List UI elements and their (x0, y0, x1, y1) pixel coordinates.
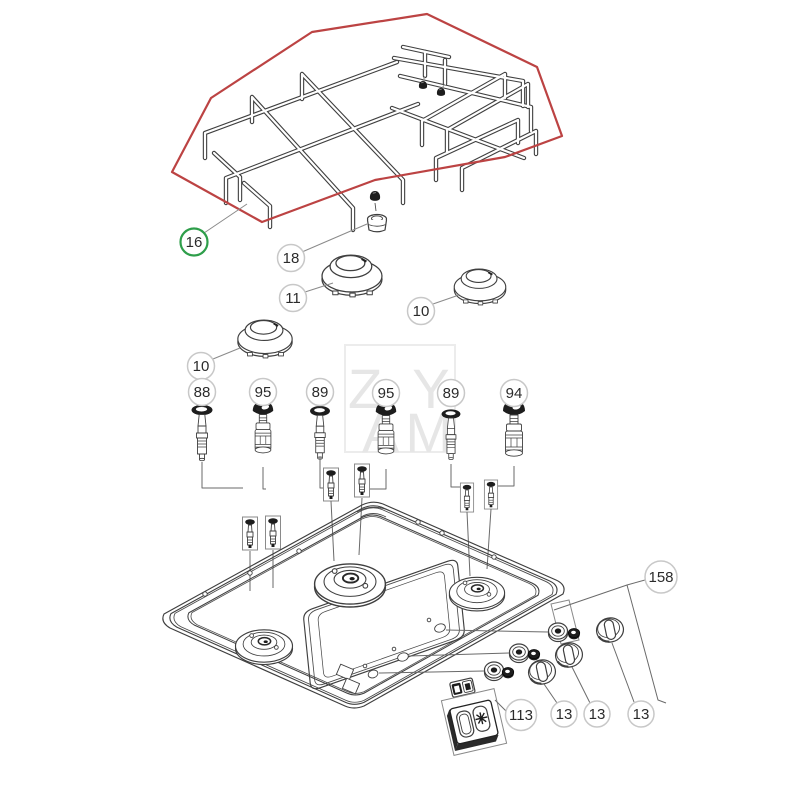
callout-158-11: 158 (644, 560, 678, 594)
svg-text:113: 113 (509, 707, 533, 724)
burner-well-right (448, 576, 506, 612)
control-recess (303, 559, 465, 695)
valve-95b (375, 402, 397, 455)
grid-foot (436, 87, 446, 97)
svg-text:95: 95 (255, 384, 272, 401)
boxed-injector (242, 516, 258, 551)
boxed-injector (459, 482, 475, 513)
callout-18-1: 18 (276, 243, 306, 273)
callout-113-12: 113 (504, 698, 538, 732)
callout-88-5: 88 (187, 377, 217, 407)
bezel-3 (483, 661, 505, 682)
svg-text:89: 89 (312, 384, 329, 401)
cooktop-tray (162, 501, 565, 709)
svg-text:16: 16 (186, 234, 203, 251)
knob-3 (525, 656, 559, 688)
svg-text:18: 18 (283, 250, 300, 267)
callout-13-13: 13 (550, 700, 578, 728)
svg-text:13: 13 (556, 706, 573, 723)
boxed-injector (354, 463, 370, 498)
svg-text:94: 94 (506, 385, 523, 402)
callout-94-10: 94 (499, 378, 529, 408)
callout-layer: 16 18 11 10 10 88 95 89 95 89 94 158 113 13 13 13 (179, 227, 678, 732)
knob-2 (552, 639, 586, 671)
callout-13-15: 13 (627, 700, 655, 728)
valve-95 (252, 401, 274, 454)
valve-94 (502, 400, 526, 457)
burner-cap-18 (366, 190, 388, 233)
spark-icon (475, 712, 488, 725)
callout-10-3: 10 (406, 296, 436, 326)
svg-text:10: 10 (413, 303, 430, 320)
injector-88 (191, 404, 213, 462)
burner-crown-10-right (453, 268, 507, 306)
highlight-outline (170, 12, 564, 224)
svg-text:89: 89 (443, 385, 460, 402)
pan-support-grid (205, 47, 536, 230)
callout-10-4: 10 (186, 351, 216, 381)
burner-well-middle (313, 562, 387, 608)
burner-well-left (234, 629, 294, 666)
callout-11-2: 11 (278, 283, 308, 313)
boxed-injector (265, 515, 281, 550)
switch-small (449, 677, 476, 698)
svg-text:11: 11 (285, 290, 301, 307)
callout-95-8: 95 (371, 378, 401, 408)
boxed-injector (483, 479, 499, 510)
burner-crown-10-left (236, 319, 294, 359)
callout-13-14: 13 (583, 700, 611, 728)
injector-89 (309, 405, 331, 460)
nut-1 (567, 627, 581, 640)
svg-text:13: 13 (589, 706, 606, 723)
svg-text:10: 10 (193, 358, 210, 375)
knob-1 (593, 614, 627, 646)
bezel-1 (547, 622, 569, 643)
callout-95-6: 95 (248, 377, 278, 407)
burner-crown-11 (320, 254, 384, 298)
bezel-2 (508, 643, 530, 664)
callout-16-0: 16 (179, 227, 209, 257)
callout-leaders (203, 203, 667, 712)
svg-text:95: 95 (378, 385, 395, 402)
nut-2 (527, 648, 541, 661)
boxed-injector (323, 467, 339, 502)
callout-89-9: 89 (436, 378, 466, 408)
rim-screw-holes (202, 519, 497, 597)
callout-89-7: 89 (305, 377, 335, 407)
svg-text:158: 158 (648, 569, 673, 586)
switch-large (440, 688, 508, 756)
svg-text:13: 13 (633, 706, 650, 723)
nut-3 (501, 666, 515, 679)
svg-text:88: 88 (194, 384, 211, 401)
